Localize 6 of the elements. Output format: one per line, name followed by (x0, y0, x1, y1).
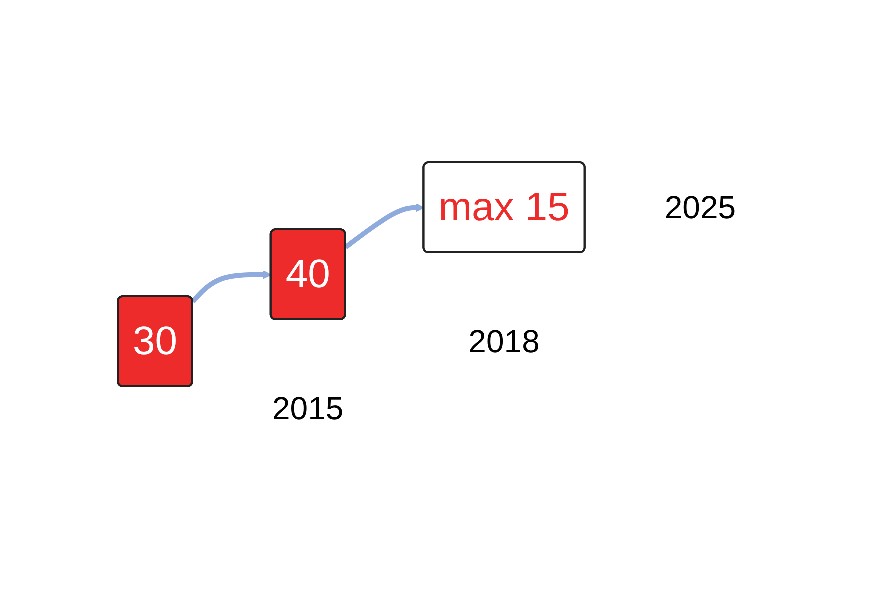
node-label: 2018 (469, 324, 540, 360)
flowchart-drawing: 30 40 max 15 2015 2018 2025 (110, 0, 775, 610)
arrow (192, 270, 272, 304)
arrow (344, 203, 426, 250)
node-label: 2015 (272, 390, 344, 426)
node-label: 2025 (665, 190, 737, 226)
